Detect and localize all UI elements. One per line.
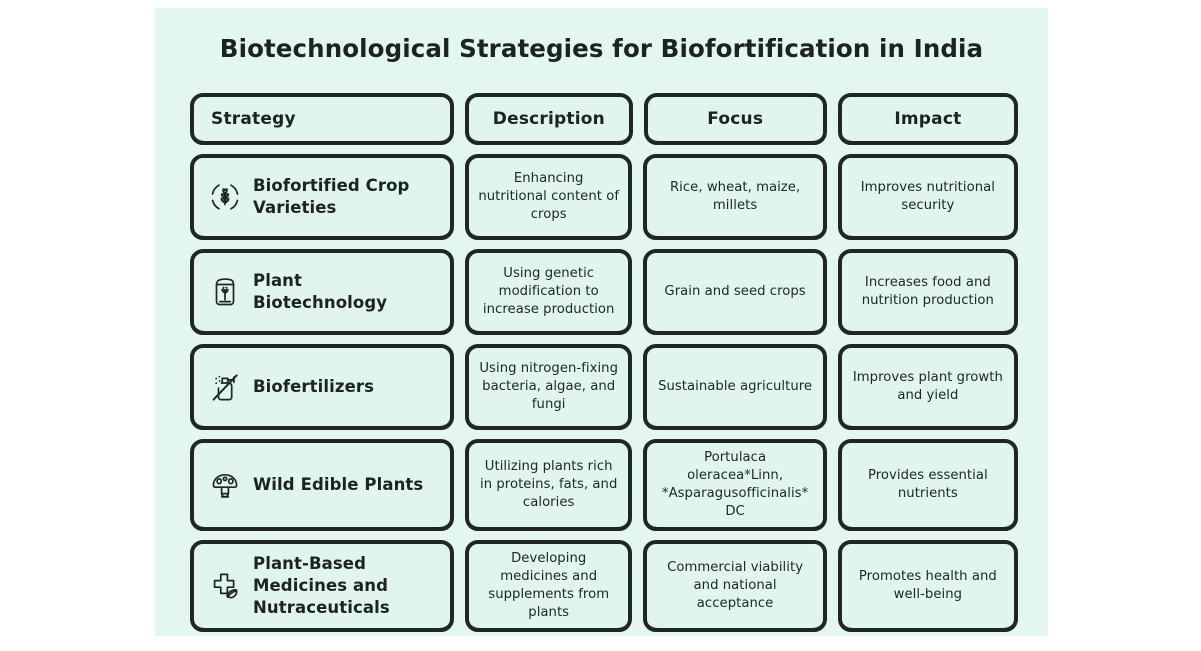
focus-text: Grain and seed crops	[664, 284, 806, 300]
table-row: Biofortified Crop Varieties Enhancing nu…	[190, 154, 1018, 240]
impact-text: Increases food and nutrition production	[861, 275, 994, 308]
impact-text: Improves nutritional security	[860, 180, 995, 213]
table-row: Biofertilizers Using nitrogen-fixing bac…	[190, 344, 1018, 430]
impact-cell: Improves plant growth and yield	[837, 344, 1018, 430]
table-header-row: Strategy Description Focus Impact	[190, 93, 1019, 145]
focus-text: Portulaca oleracea*Linn, *Asparagusoffic…	[661, 450, 809, 519]
strategy-cell: Biofertilizers	[190, 344, 454, 430]
mushroom-icon	[208, 468, 242, 502]
column-header-description: Description	[465, 93, 633, 145]
focus-text: Sustainable agriculture	[658, 379, 813, 395]
impact-text: Provides essential nutrients	[867, 467, 988, 501]
focus-cell: Grain and seed crops	[643, 249, 827, 335]
spray-bottle-no-chemicals-icon	[208, 370, 242, 404]
description-text: Using genetic modification to increase p…	[482, 266, 615, 317]
strategy-label: Biofertilizers	[253, 377, 375, 397]
focus-cell: Commercial viability and national accept…	[643, 539, 827, 632]
description-text: Utilizing plants rich in proteins, fats,…	[479, 458, 618, 510]
seed-jar-sprout-icon	[208, 275, 242, 309]
strategy-cell: Plant Biotechnology	[190, 249, 454, 335]
strategy-cell: Biofortified Crop Varieties	[190, 154, 454, 240]
impact-text: Promotes health and well-being	[858, 568, 997, 602]
table-row: Plant Biotechnology Using genetic modifi…	[190, 249, 1018, 335]
strategies-table: Strategy Description Focus Impact	[190, 93, 1019, 641]
column-header-strategy: Strategy	[190, 93, 455, 145]
table-row: Plant-Based Medicines and Nutraceuticals…	[190, 539, 1018, 632]
focus-cell: Sustainable agriculture	[643, 344, 827, 430]
page-title: Biotechnological Strategies for Bioforti…	[219, 34, 984, 63]
description-cell: Developing medicines and supplements fro…	[464, 539, 633, 632]
column-header-impact: Impact	[837, 93, 1019, 145]
impact-cell: Increases food and nutrition production	[837, 249, 1018, 335]
strategy-label: Wild Edible Plants	[253, 475, 424, 495]
column-header-label: Impact	[894, 109, 962, 129]
infographic-canvas: Biotechnological Strategies for Bioforti…	[155, 8, 1048, 636]
strategy-label: Biofortified Crop Varieties	[253, 176, 410, 217]
description-text: Enhancing nutritional content of crops	[478, 171, 620, 222]
strategy-label: Plant-Based Medicines and Nutraceuticals	[253, 554, 390, 617]
column-header-focus: Focus	[643, 93, 827, 145]
strategy-label: Plant Biotechnology	[253, 271, 388, 312]
impact-cell: Promotes health and well-being	[837, 539, 1018, 632]
description-cell: Enhancing nutritional content of crops	[464, 154, 633, 240]
strategy-cell: Wild Edible Plants	[190, 439, 454, 531]
focus-text: Rice, wheat, maize, millets	[669, 180, 801, 213]
description-cell: Utilizing plants rich in proteins, fats,…	[464, 439, 633, 531]
impact-text: Improves plant growth and yield	[852, 370, 1003, 403]
description-cell: Using nitrogen-fixing bacteria, algae, a…	[464, 344, 633, 430]
table-row: Wild Edible Plants Utilizing plants rich…	[190, 439, 1018, 531]
column-header-label: Strategy	[211, 109, 296, 129]
impact-cell: Improves nutritional security	[837, 154, 1018, 240]
focus-text: Commercial viability and national accept…	[667, 559, 804, 611]
description-text: Developing medicines and supplements fro…	[488, 550, 610, 620]
description-cell: Using genetic modification to increase p…	[464, 249, 633, 335]
description-text: Using nitrogen-fixing bacteria, algae, a…	[479, 361, 619, 412]
strategy-cell: Plant-Based Medicines and Nutraceuticals	[190, 539, 454, 632]
wheat-grain-circle-icon	[208, 180, 242, 214]
column-header-label: Description	[492, 109, 605, 129]
focus-cell: Portulaca oleracea*Linn, *Asparagusoffic…	[643, 439, 827, 531]
focus-cell: Rice, wheat, maize, millets	[643, 154, 827, 240]
impact-cell: Provides essential nutrients	[837, 439, 1018, 531]
medical-cross-leaf-icon	[208, 569, 242, 603]
column-header-label: Focus	[707, 109, 764, 129]
